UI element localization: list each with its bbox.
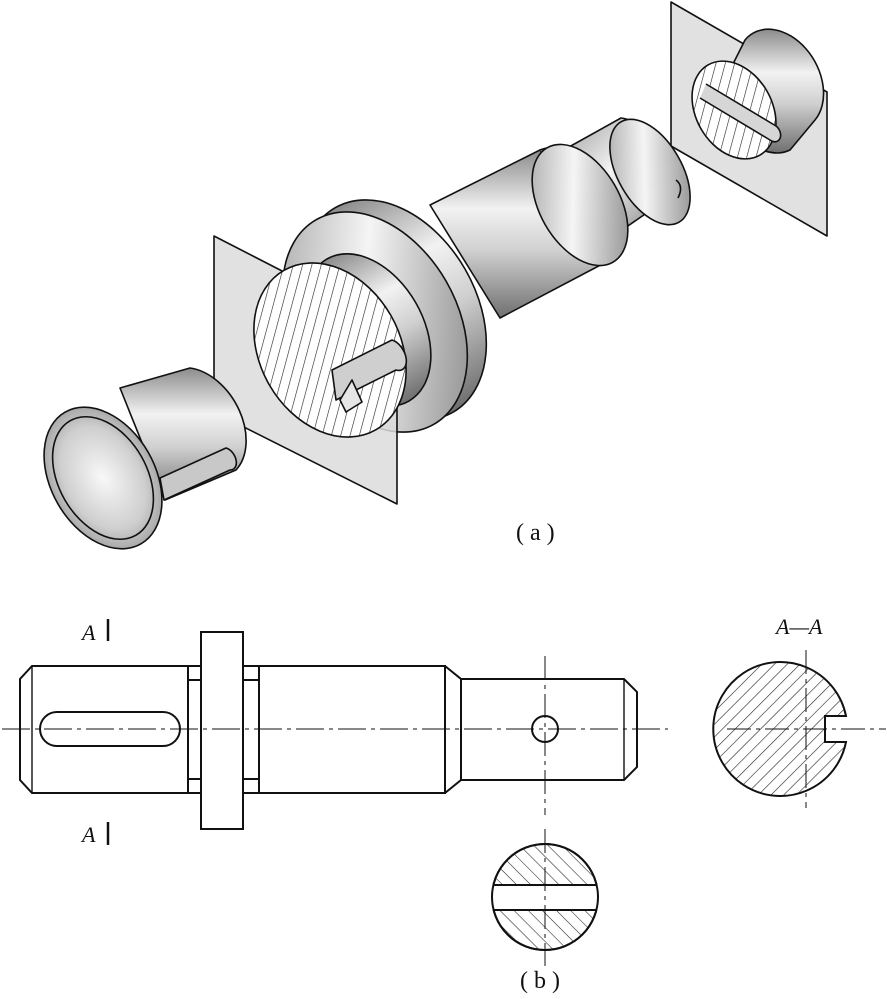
section-label-bottom: A [80,822,96,847]
section-left-face [253,262,407,438]
isometric-view [43,1,828,550]
shaft-right-segment [559,117,691,231]
orthographic-view [2,619,886,966]
caption-a: ( a ) [516,520,555,546]
caption-b: ( b ) [520,968,560,994]
section-cross-hole [491,829,599,966]
section-right [691,28,825,160]
section-a-a [712,650,886,808]
section-label-top: A [80,620,96,645]
shaft-end-piece [43,367,247,550]
section-view-title: A—A [774,614,823,639]
keyway-slot [39,711,181,747]
shaft-right-segment-front [461,678,638,781]
section-left [253,262,408,438]
collar [200,631,244,830]
shaft-main-body [429,143,629,319]
